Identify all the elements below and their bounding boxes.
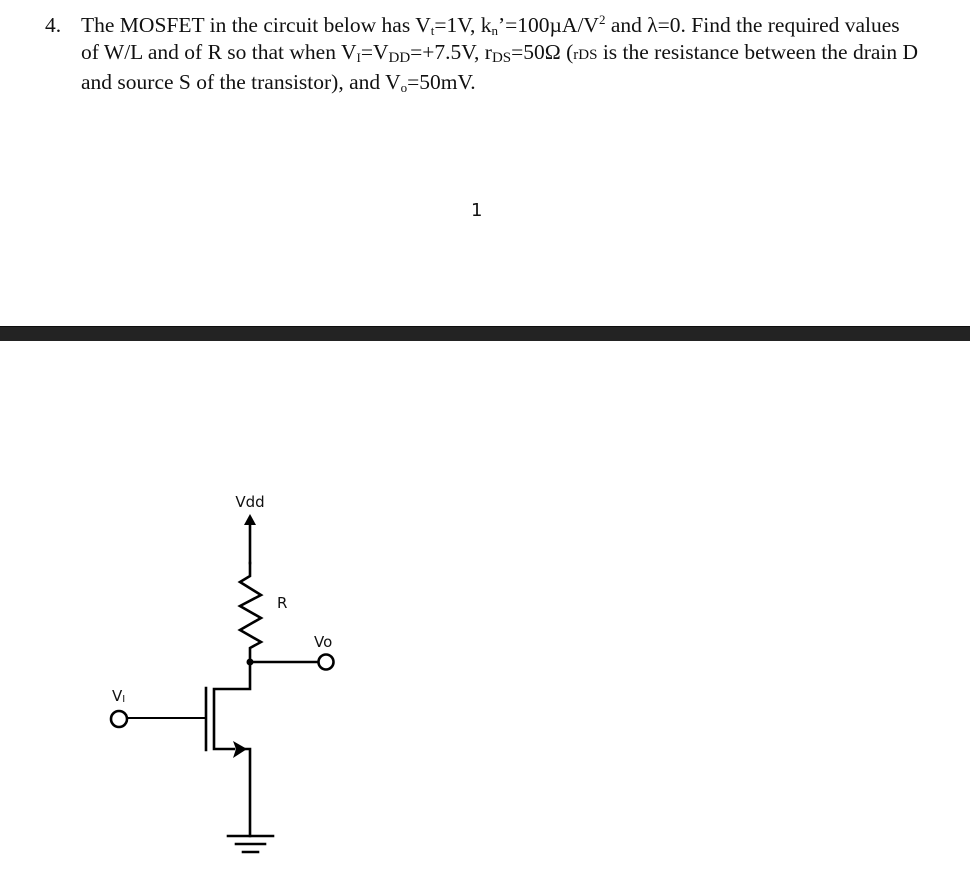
r-label: R	[277, 594, 287, 612]
ground-icon	[226, 834, 275, 854]
page-divider-bar	[0, 326, 970, 341]
problem-text: The MOSFET in the circuit below has Vt=1…	[81, 12, 961, 96]
source-wire	[238, 747, 252, 838]
page-number: 1	[471, 200, 483, 221]
vi-label: VI	[112, 687, 125, 705]
vo-label: Vo	[314, 633, 332, 651]
resistor-icon	[237, 561, 264, 664]
problem-line-2: of W/L and of R so that when VI=VDD=+7.5…	[81, 40, 919, 66]
problem-number: 4.	[45, 13, 62, 37]
problem-line-1: The MOSFET in the circuit below has Vt=1…	[81, 12, 900, 38]
vi-terminal-icon	[109, 709, 129, 729]
problem-line-3: and source S of the transistor), and Vo=…	[81, 70, 476, 95]
vdd-arrow-icon	[244, 514, 256, 525]
junction-dot	[246, 658, 254, 666]
vdd-label: Vdd	[235, 493, 264, 511]
source-arrow-icon	[233, 741, 247, 758]
drain-channel-wire	[212, 660, 252, 751]
vo-terminal-icon	[317, 653, 335, 671]
